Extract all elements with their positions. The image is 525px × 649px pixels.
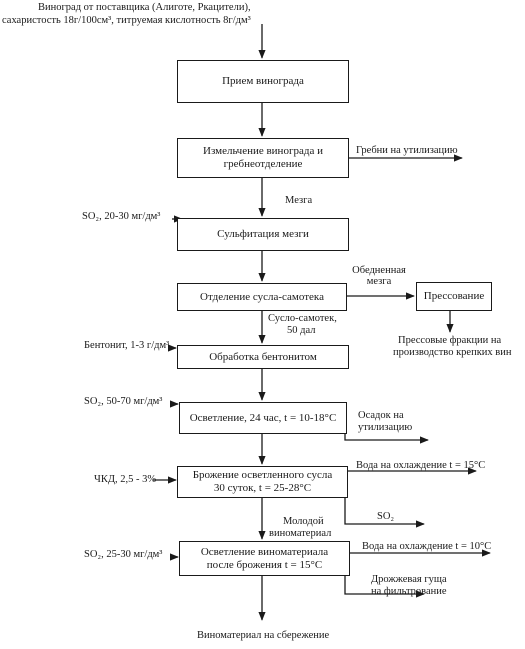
arrow-to-lees — [344, 572, 425, 598]
label-free-run-must-2: 50 дал — [287, 325, 316, 336]
box-crushing-label-2: гребнеотделение — [223, 158, 303, 170]
label-press-fractions-1: Прессовые фракции на — [398, 335, 502, 346]
box-clarification-label: Осветление, 24 час, t = 10-18°С — [189, 411, 337, 424]
box-clarification: Осветление, 24 час, t = 10-18°С — [179, 402, 347, 434]
box-must-separation: Отделение сусла-самотека — [177, 283, 347, 311]
label-lees-2: на фильтрование — [371, 586, 447, 597]
box-crushing-label-1: Измельчение винограда и — [203, 145, 323, 157]
label-cooling-water-2: Вода на охлаждение t = 10°С — [362, 541, 492, 552]
label-so2-out: SO₂ — [377, 511, 395, 522]
label-so2-dose-1: SO₂, 20-30 мг/дм³ — [82, 211, 161, 222]
box-post-fermentation-label-2: после брожения t = 15°С — [206, 558, 323, 571]
box-sulfitation-label: Сульфитация мезги — [217, 228, 309, 240]
box-grape-reception: Прием винограда — [177, 60, 349, 103]
input-line-1: Виноград от поставщика (Алиготе, Ркаците… — [38, 2, 251, 13]
box-post-fermentation-label-1: Осветление виноматериала — [200, 545, 329, 558]
label-young-wine-2: виноматериал — [269, 528, 332, 539]
label-stems-disposal: Гребни на утилизацию — [356, 145, 458, 156]
label-so2-dose-2: SO₂, 50-70 мг/дм³ — [84, 396, 163, 407]
label-depleted-pulp-2: мезга — [366, 276, 392, 287]
label-sediment-2: утилизацию — [358, 422, 413, 433]
box-must-separation-label: Отделение сусла-самотека — [200, 290, 324, 303]
box-bentonite-label: Обработка бентонитом — [209, 350, 317, 363]
arrow-so2-out — [344, 495, 425, 528]
box-fermentation-label-1: Брожение осветленного сусла — [192, 469, 333, 481]
box-fermentation-label-2: 30 суток, t = 25-28°С — [213, 482, 312, 494]
label-output: Виноматериал на сбережение — [197, 630, 330, 641]
box-crushing: Измельчение винограда и гребнеотделение — [177, 138, 349, 178]
label-bentonite-dose: Бентонит, 1-3 г/дм³ — [84, 340, 170, 351]
label-cooling-water-1: Вода на охлаждение t = 15°С — [356, 460, 486, 471]
box-pressing: Прессование — [416, 282, 492, 311]
input-line-2: сахаристость 18г/100см³, титруемая кисло… — [2, 15, 251, 26]
label-lees-1: Дрожжевая гуща — [371, 574, 447, 585]
box-fermentation: Брожение осветленного сусла 30 суток, t … — [177, 466, 348, 498]
box-grape-reception-label: Прием винограда — [222, 75, 304, 87]
label-press-fractions-2: производство крепких вин — [393, 347, 512, 358]
box-post-fermentation-clarification: Осветление виноматериала после брожения … — [179, 541, 350, 576]
label-free-run-must-1: Сусло-самотек, — [268, 313, 337, 324]
label-young-wine-1: Молодой — [283, 516, 324, 527]
label-depleted-pulp-1: Обедненная — [352, 265, 406, 276]
label-yeast-dose: ЧКД, 2,5 - 3% — [94, 474, 157, 485]
label-so2-dose-3: SO₂, 25-30 мг/дм³ — [84, 549, 163, 560]
label-pulp: Мезга — [285, 195, 313, 206]
box-pressing-label: Прессование — [423, 290, 485, 302]
label-sediment-1: Осадок на — [358, 410, 404, 421]
box-bentonite: Обработка бентонитом — [177, 345, 349, 369]
box-sulfitation: Сульфитация мезги — [177, 218, 349, 251]
